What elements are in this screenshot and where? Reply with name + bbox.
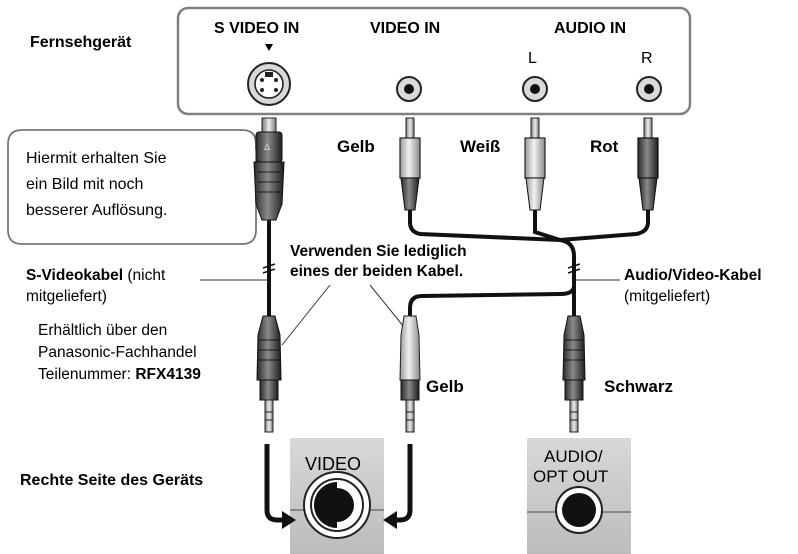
video-port-panel xyxy=(290,438,384,554)
plug-label-red-top: Rot xyxy=(590,137,619,156)
audio-port-panel xyxy=(527,438,631,554)
jack-label-s-video: S VIDEO IN xyxy=(214,20,299,37)
s-video-plug-bottom xyxy=(256,315,282,433)
black-plug-bottom xyxy=(562,315,586,433)
white-plug-top xyxy=(524,117,546,211)
audio-left-label: L xyxy=(528,50,537,67)
video-port-label: VIDEO xyxy=(305,454,361,474)
svideo-part-line: Teilenummer: RFX4139 xyxy=(38,366,201,383)
svg-text:Δ: Δ xyxy=(264,142,270,152)
av-cable-name: Audio/Video-Kabel xyxy=(624,267,762,284)
audio-right-jack xyxy=(636,76,662,102)
device-label: Rechte Seite des Geräts xyxy=(20,472,203,489)
audio-right-label: R xyxy=(641,50,653,67)
yellow-plug-top xyxy=(399,117,421,211)
video-jack xyxy=(396,76,422,102)
audio-port-label-2: OPT OUT xyxy=(533,467,608,486)
av-cable-line-2: (mitgeliefert) xyxy=(624,288,710,305)
note-line-2: eines der beiden Kabel. xyxy=(290,263,463,280)
svideo-part-number: RFX4139 xyxy=(135,366,201,383)
connection-arrows xyxy=(264,444,413,523)
svideo-dealer-line-1: Erhältlich über den xyxy=(38,322,167,339)
callout-line-3: besserer Auflösung. xyxy=(26,202,167,219)
plug-label-yellow-bottom: Gelb xyxy=(426,377,464,396)
callout-line-1: Hiermit erhalten Sie xyxy=(26,150,167,167)
svideo-cable-name: S-Videokabel xyxy=(26,267,123,284)
arrow-head-right xyxy=(383,511,397,529)
svideo-part-prefix: Teilenummer: xyxy=(38,366,135,383)
arrow-head-left xyxy=(282,511,296,529)
cable-wires xyxy=(267,206,650,320)
plug-label-white-top: Weiß xyxy=(460,137,500,156)
s-video-plug-top: Δ xyxy=(253,117,285,221)
jack-label-video: VIDEO IN xyxy=(370,20,440,37)
audio-port-label-1: AUDIO/ xyxy=(544,447,603,466)
cable-break-marks xyxy=(262,263,581,274)
jack-label-audio: AUDIO IN xyxy=(554,20,626,37)
svideo-cable-label: S-Videokabel (nicht xyxy=(26,267,166,284)
callout-line-2: ein Bild mit noch xyxy=(26,176,143,193)
tv-label: Fernsehgerät xyxy=(30,34,132,51)
note-line-1: Verwenden Sie lediglich xyxy=(290,243,467,260)
red-plug-top xyxy=(637,117,659,211)
plug-label-black-bottom: Schwarz xyxy=(604,377,673,396)
yellow-plug-bottom xyxy=(399,315,421,433)
plug-label-yellow-top: Gelb xyxy=(337,137,375,156)
svideo-dealer-line-2: Panasonic-Fachhandel xyxy=(38,344,197,361)
audio-left-jack xyxy=(522,76,548,102)
s-video-jack xyxy=(247,44,291,106)
svideo-cable-suffix: (nicht xyxy=(123,267,166,284)
leader-lines xyxy=(200,279,620,346)
svideo-cable-line-2: mitgeliefert) xyxy=(26,288,107,305)
tv-panel xyxy=(176,6,692,116)
callout-bubble xyxy=(7,129,275,245)
